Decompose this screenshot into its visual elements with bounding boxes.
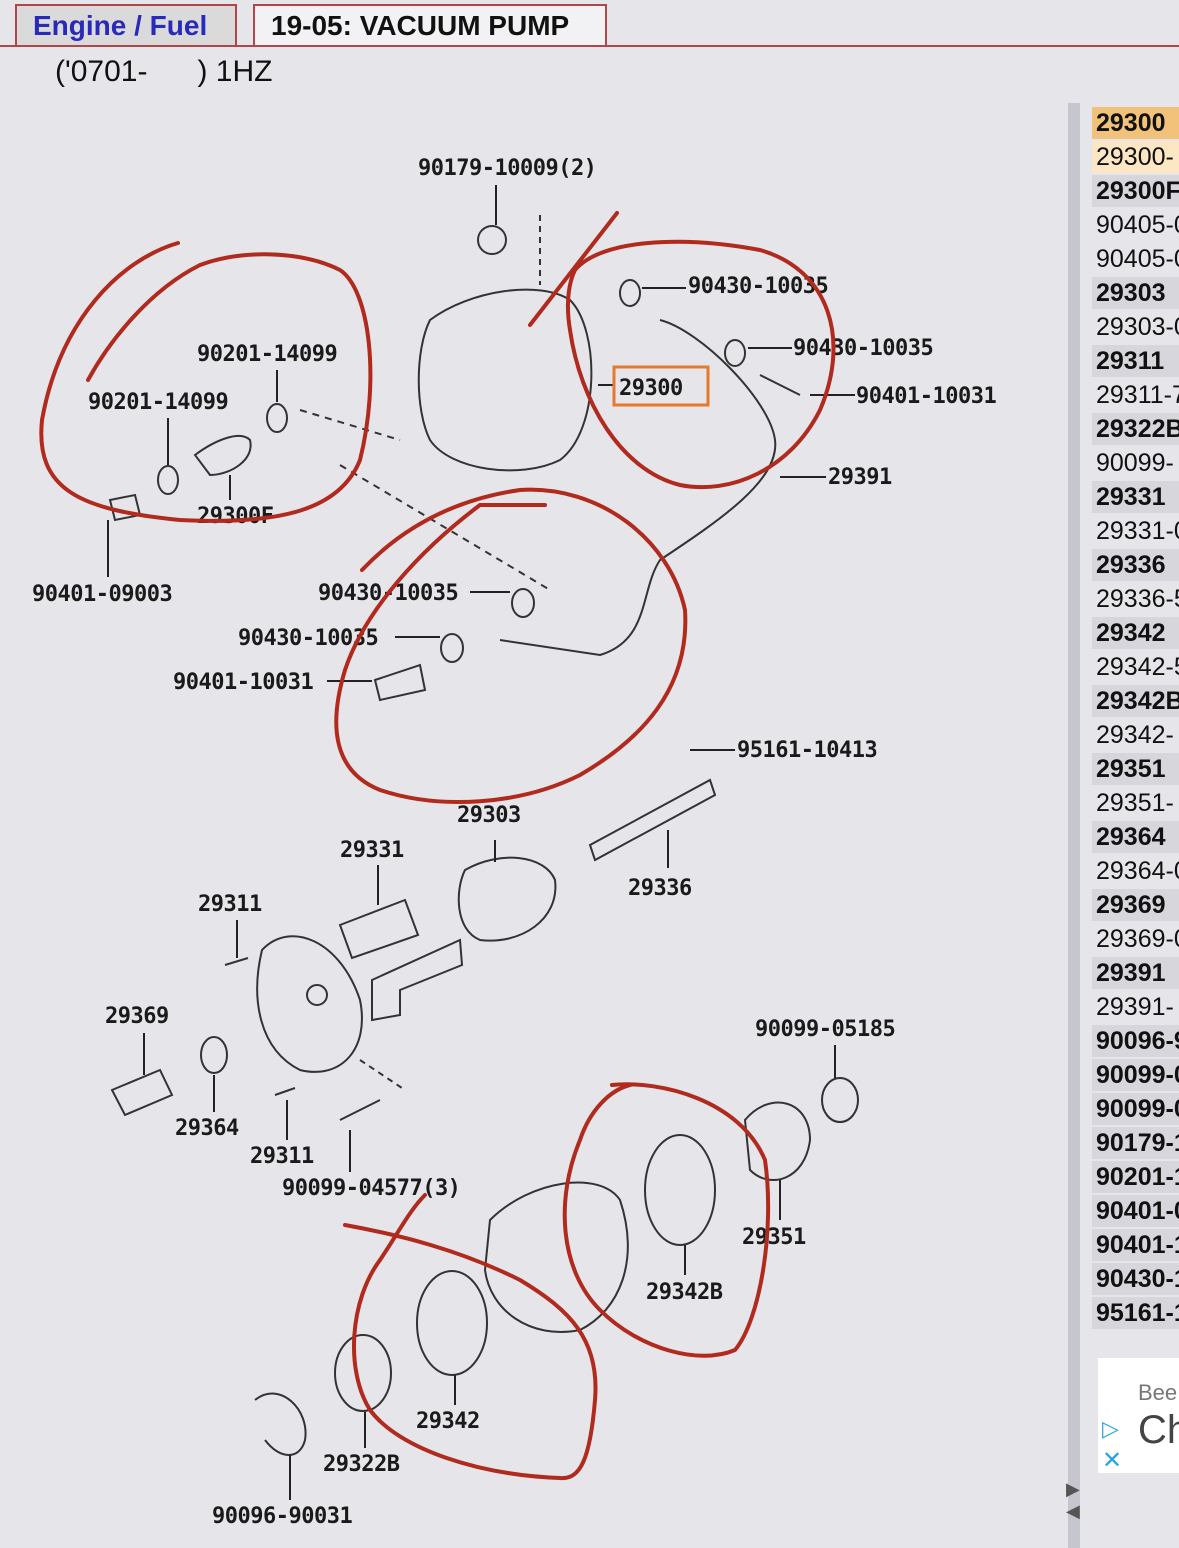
callout[interactable]: 29303 [457, 803, 521, 828]
parts-list-item[interactable]: 29336-5 [1096, 585, 1179, 613]
parts-list-group[interactable]: 29300F [1092, 175, 1179, 207]
callout-selected[interactable]: 29300 [619, 376, 683, 401]
callout[interactable]: 29331 [340, 838, 404, 863]
callout[interactable]: 29364 [175, 1116, 239, 1141]
tab-engine-fuel[interactable]: Engine / Fuel [15, 4, 237, 45]
red-annotation-circles [39, 211, 836, 1481]
parts-list-group[interactable]: 29322B [1092, 413, 1179, 445]
parts-list-group[interactable]: 29342B [1092, 685, 1179, 717]
parts-list-item[interactable]: 29303-0 [1096, 313, 1179, 341]
parts-list-item[interactable]: 29369-0 [1096, 925, 1179, 953]
annotation-circle-lower-left [343, 1193, 598, 1481]
parts-list-group[interactable]: 29351 [1092, 753, 1179, 785]
callout-highlight-box [612, 365, 710, 407]
parts-list-item[interactable]: 29300- [1092, 141, 1179, 173]
parts-list-group[interactable]: 29303 [1092, 277, 1179, 309]
callout[interactable]: 29342 [416, 1409, 480, 1434]
leader-lines [107, 185, 855, 1500]
parts-list-group[interactable]: 29342 [1092, 617, 1179, 649]
parts-list-group[interactable]: 90096-9 [1092, 1025, 1179, 1057]
splitter-scrollbar[interactable] [1068, 103, 1080, 1548]
callout[interactable]: 90179-10009(2) [418, 156, 597, 181]
callout[interactable]: 90401-10031 [173, 670, 314, 695]
part-drawings [108, 215, 859, 1456]
callout-labels: 90179-10009(2) 90430-10035 90430-10035 2… [32, 156, 997, 1529]
annotation-circle-top-right [528, 211, 836, 490]
parts-list-group[interactable]: 29364 [1092, 821, 1179, 853]
parts-list-group[interactable]: 90401-0 [1092, 1195, 1179, 1227]
parts-list-item[interactable]: 29391- [1096, 993, 1174, 1021]
parts-list-item[interactable]: 29331-0 [1096, 517, 1179, 545]
parts-list-group[interactable]: 90201-1 [1092, 1161, 1179, 1193]
callout[interactable]: 29342B [646, 1280, 723, 1305]
ad-text-line1: Bee [1138, 1380, 1178, 1405]
parts-list-item[interactable]: 29351- [1096, 789, 1174, 817]
collapse-left-icon[interactable]: ◀ [1066, 1501, 1080, 1521]
annotation-circle-middle [334, 487, 688, 804]
parts-list-item[interactable]: 90405-0 [1096, 211, 1179, 239]
annotation-circle-left [39, 241, 373, 523]
parts-list-group[interactable]: 29369 [1092, 889, 1179, 921]
parts-list-group[interactable]: 90430-1 [1092, 1263, 1179, 1295]
panel-toggle[interactable]: ▶ ◀ [1066, 1478, 1080, 1522]
parts-list-item[interactable]: 29342- [1096, 721, 1174, 749]
ad-banner[interactable]: Bee Ch ▷ ✕ [1098, 1358, 1179, 1474]
callout[interactable]: 90096-90031 [212, 1504, 353, 1529]
parts-list-group[interactable]: 29336 [1092, 549, 1179, 581]
parts-list-group[interactable]: 29331 [1092, 481, 1179, 513]
ad-text-line2: Ch [1138, 1408, 1179, 1452]
parts-list-group[interactable]: 95161-1 [1092, 1297, 1179, 1329]
parts-list-item[interactable]: 29342-5 [1096, 653, 1179, 681]
callout[interactable]: 90401-09003 [32, 582, 173, 607]
model-subtitle: ('0701- ) 1HZ [55, 55, 273, 88]
parts-list-item[interactable]: 29364-0 [1096, 857, 1179, 885]
adchoices-icon[interactable]: ▷ [1102, 1416, 1119, 1441]
callout[interactable]: 90430-10035 [793, 336, 934, 361]
callout[interactable]: 29322B [323, 1452, 400, 1477]
close-icon[interactable]: ✕ [1102, 1447, 1123, 1474]
tab-vacuum-pump[interactable]: 19-05: VACUUM PUMP [253, 4, 607, 47]
callout[interactable]: 29336 [628, 876, 692, 901]
tab-divider [0, 45, 1179, 47]
parts-list-group[interactable]: 90099-0 [1092, 1093, 1179, 1125]
callout[interactable]: 90201-14099 [88, 390, 229, 415]
parts-list-group[interactable]: 29311 [1092, 345, 1179, 377]
callout[interactable]: 29311 [198, 892, 262, 917]
callout[interactable]: 90099-04577(3) [282, 1176, 461, 1201]
parts-list-item[interactable]: 90405-0 [1096, 245, 1179, 273]
callout[interactable]: 90099-05185 [755, 1017, 896, 1042]
callout[interactable]: 95161-10413 [737, 738, 878, 763]
parts-list-group[interactable]: 90401-1 [1092, 1229, 1179, 1261]
callout[interactable]: 29369 [105, 1004, 169, 1029]
parts-list-group[interactable]: 90099-0 [1092, 1059, 1179, 1091]
callout[interactable]: 29311 [250, 1144, 314, 1169]
parts-list-group[interactable]: 29300 [1092, 107, 1179, 139]
parts-diagram: 90179-10009(2) 90430-10035 90430-10035 2… [32, 156, 997, 1529]
callout[interactable]: 29351 [742, 1225, 806, 1250]
parts-list-group[interactable]: 29391 [1092, 957, 1179, 989]
callout[interactable]: 90201-14099 [197, 342, 338, 367]
parts-list-item[interactable]: 29311-7 [1096, 381, 1179, 409]
annotation-circle-lower-right [562, 1082, 771, 1358]
expand-right-icon[interactable]: ▶ [1066, 1479, 1080, 1499]
callout[interactable]: 29391 [828, 465, 892, 490]
callout[interactable]: 90401-10031 [856, 384, 997, 409]
parts-list-group[interactable]: 90179-1 [1092, 1127, 1179, 1159]
parts-list-item[interactable]: 90099- [1096, 449, 1174, 477]
